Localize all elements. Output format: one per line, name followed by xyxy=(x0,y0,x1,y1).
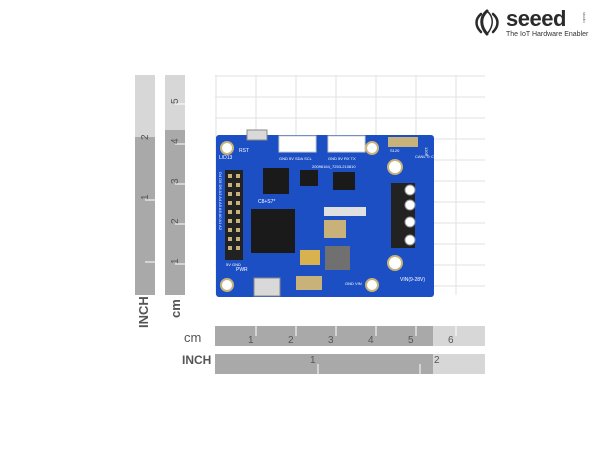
h-cm-tick-4: 4 xyxy=(368,335,374,346)
v-inch-tick-1: 1 xyxy=(140,194,151,200)
seeed-logo-icon xyxy=(475,9,499,36)
usb-port[interactable] xyxy=(253,277,281,297)
inductor xyxy=(325,246,350,270)
h-cm-tick-2: 2 xyxy=(288,335,294,346)
crystal xyxy=(324,220,346,238)
grove-port-uart xyxy=(327,135,366,153)
v-cm-tick-4: 4 xyxy=(170,138,181,144)
h-cm-label: cm xyxy=(184,330,201,345)
h-inch-tick-1: 1 xyxy=(310,355,316,366)
led-label: L/D13 xyxy=(219,155,233,161)
brand-trademark: studio xyxy=(582,12,587,23)
term-header xyxy=(388,137,418,147)
h-cm-tick-3: 3 xyxy=(328,335,334,346)
seeed-logo: seeed studio The IoT Hardware Enabler xyxy=(470,6,590,40)
v-inch-label: INCH xyxy=(136,296,151,328)
mounting-holes xyxy=(220,141,403,292)
usb-chip xyxy=(263,168,289,194)
h-inch-label: INCH xyxy=(182,353,211,367)
h-inch-tick-2: 2 xyxy=(434,355,440,366)
gnd-5v-label: 5V GND xyxy=(226,262,241,267)
grove-port-i2c xyxy=(278,135,317,153)
resistor-array xyxy=(324,207,366,216)
v-cm-tick-5: 5 xyxy=(170,98,181,104)
mcu-chip xyxy=(251,209,295,253)
h-cm-tick-6: 6 xyxy=(448,335,454,346)
gndvin-label: GND VIN xyxy=(345,281,362,286)
pwr-label: PWR xyxy=(236,267,248,273)
horizontal-ruler-inch: INCH 1 2 xyxy=(182,353,485,374)
pin-header xyxy=(225,170,243,260)
can-labels: CANL ⊙ CANH ⊙ GND ⊙ VIN ⊙ xyxy=(415,154,474,159)
h-cm-tick-1: 1 xyxy=(248,335,254,346)
vertical-ruler: 5 4 3 2 1 1 2 INCH cm xyxy=(135,75,185,328)
reset-button[interactable] xyxy=(246,129,268,141)
brand-tagline: The IoT Hardware Enabler xyxy=(506,31,589,38)
term-label: 120R xyxy=(424,147,429,157)
brand-name: seeed xyxy=(506,6,566,31)
v-cm-tick-1: 1 xyxy=(170,258,181,264)
pins-label: D4 D5 D6 A3 A4 A5 A6 A0 A1 A2 xyxy=(218,172,223,231)
s-term-label: S120 xyxy=(390,148,400,153)
port2-label: GND 5V RX TX xyxy=(328,156,356,161)
regulator-chip xyxy=(300,170,318,186)
voltage-label: VIN(9-28V) xyxy=(400,277,425,283)
v-cm-tick-2: 2 xyxy=(170,218,181,224)
pcb-board: RST L/D13 GND 5V SDA SCL GND 5V RX TX S1… xyxy=(216,129,474,297)
h-cm-tick-5: 5 xyxy=(408,335,414,346)
port1-label: GND 5V SDA SCL xyxy=(279,156,313,161)
horizontal-ruler-cm: cm 1 2 3 4 5 6 xyxy=(184,326,485,346)
mcu-label: C8+S7* xyxy=(258,199,275,205)
v-cm-label: cm xyxy=(168,299,183,318)
capacitor xyxy=(300,250,320,265)
power-header xyxy=(296,276,322,290)
v-cm-tick-3: 3 xyxy=(170,178,181,184)
can-transceiver xyxy=(333,172,355,190)
v-inch-tick-2: 2 xyxy=(140,134,151,140)
part-number: 20096164_7253-210810 xyxy=(312,164,356,169)
rst-label: RST xyxy=(239,148,249,154)
